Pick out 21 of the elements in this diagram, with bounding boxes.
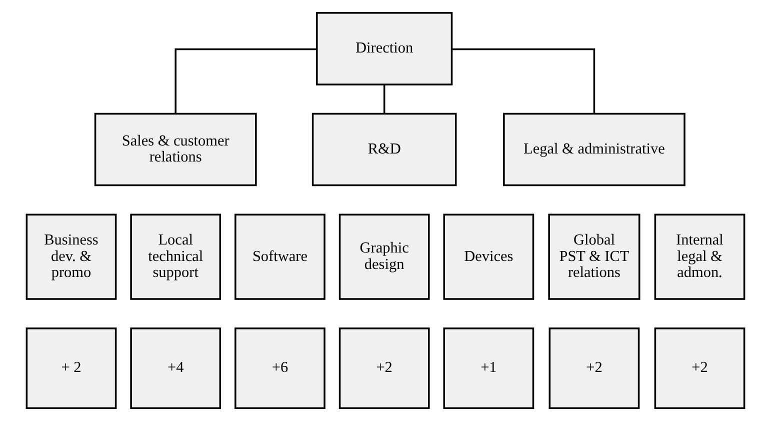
node-box: Direction [316,12,452,86]
node-box: +6 [234,327,325,409]
node-box: +2 [548,327,640,409]
node-box: Software [234,214,325,300]
node-box: Business dev. & promo [25,214,116,300]
node-box: Devices [442,214,534,300]
connector [174,48,316,114]
node-box: Graphic design [338,214,430,300]
node-box: + 2 [25,327,116,409]
node-box: R&D [311,112,456,186]
node-box: +2 [654,327,745,409]
node-box: Internal legal & admon. [654,214,745,300]
node-box: Legal & administrative [502,112,685,186]
node-box: +4 [130,327,221,409]
node-box: Sales & customer relations [94,112,256,186]
node-box: +2 [338,327,430,409]
connector [451,48,595,114]
node-box: Global PST & ICT relations [548,214,640,300]
node-box: +1 [442,327,534,409]
connector [382,84,385,114]
node-box: Local technical support [130,214,221,300]
